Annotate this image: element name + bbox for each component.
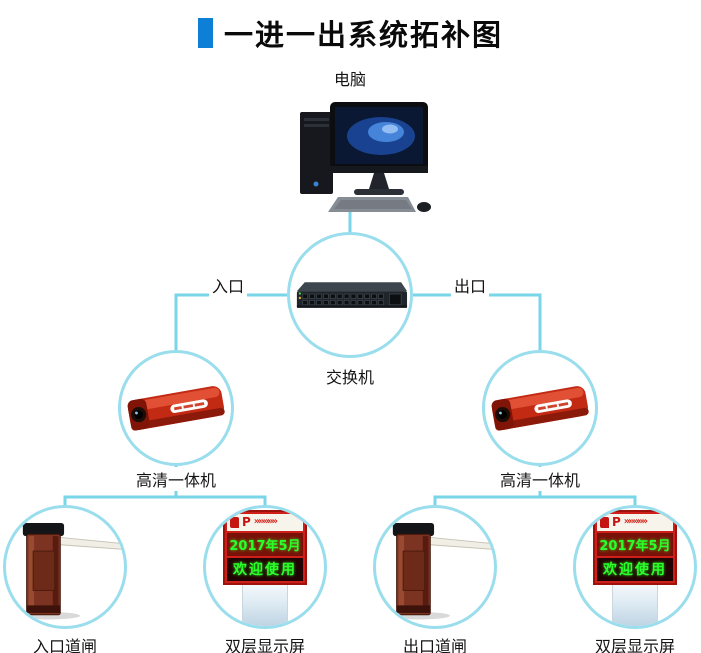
title-text: 一进一出系统拓补图 xyxy=(223,18,503,52)
label-computer: 电脑 xyxy=(330,66,370,90)
brand-logo-icon xyxy=(600,516,609,528)
line-switch-camera-right xyxy=(413,293,542,351)
node-gate-exit xyxy=(373,505,497,629)
barrier-gate-illustration xyxy=(386,522,493,620)
label-camera-left: 高清一体机 xyxy=(132,467,220,491)
led-line-date: 2017年5月 xyxy=(597,532,673,556)
led-line-date: 2017年5月 xyxy=(227,532,303,556)
display-illustration: P »»»»» 2017年5月 欢迎使用 xyxy=(223,509,307,626)
camera-illustration xyxy=(127,386,225,431)
node-camera-right xyxy=(482,350,598,466)
label-gate-entrance: 入口道闸 xyxy=(29,633,101,653)
display-header: P »»»»» xyxy=(227,513,303,531)
page-title: 一进一出系统拓补图 xyxy=(0,12,701,54)
label-switch: 交换机 xyxy=(322,364,378,388)
parking-logo: P xyxy=(612,515,621,529)
label-entrance: 入口 xyxy=(208,273,248,297)
display-board: P »»»»» 2017年5月 欢迎使用 xyxy=(223,509,307,585)
computer-illustration xyxy=(300,102,431,212)
label-exit: 出口 xyxy=(450,273,490,297)
switch-illustration xyxy=(296,282,408,308)
brand-logo-icon xyxy=(230,516,239,528)
label-display-right: 双层显示屏 xyxy=(591,633,679,653)
camera-illustration xyxy=(491,386,589,431)
label-camera-right: 高清一体机 xyxy=(496,467,584,491)
label-display-left: 双层显示屏 xyxy=(221,633,309,653)
node-switch xyxy=(287,232,413,358)
title-marker xyxy=(197,18,213,48)
display-pole xyxy=(242,584,288,626)
chevrons-icon: »»»»» xyxy=(623,516,648,527)
display-board: P »»»»» 2017年5月 欢迎使用 xyxy=(593,509,677,585)
chevrons-icon: »»»»» xyxy=(253,516,278,527)
led-line-welcome: 欢迎使用 xyxy=(227,557,303,581)
node-display-right: P »»»»» 2017年5月 欢迎使用 xyxy=(573,505,697,629)
parking-logo: P xyxy=(242,515,251,529)
node-camera-left xyxy=(118,350,234,466)
node-display-left: P »»»»» 2017年5月 欢迎使用 xyxy=(203,505,327,629)
led-line-welcome: 欢迎使用 xyxy=(597,557,673,581)
display-pole xyxy=(612,584,658,626)
label-gate-exit: 出口道闸 xyxy=(399,633,471,653)
display-illustration: P »»»»» 2017年5月 欢迎使用 xyxy=(593,509,677,626)
barrier-gate-illustration xyxy=(16,522,123,620)
display-header: P »»»»» xyxy=(597,513,673,531)
node-gate-entrance xyxy=(3,505,127,629)
line-switch-camera-left xyxy=(174,293,287,351)
